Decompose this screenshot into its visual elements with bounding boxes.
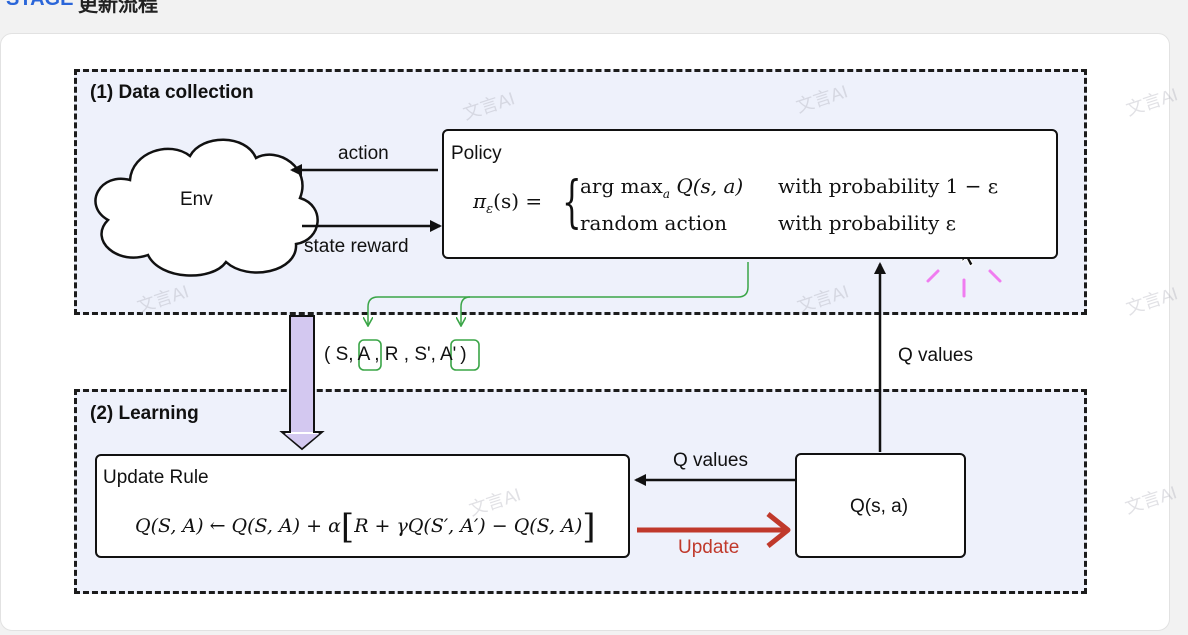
q-values-up-label: Q values [898, 345, 973, 366]
policy-case2-cond: with probability ε [778, 211, 956, 235]
env-cloud [94, 138, 319, 277]
tuple-open: ( S, [324, 344, 354, 365]
update-rule-formula: Q(S, A) ← Q(S, A) + α[R + γQ(S′, A′) − Q… [135, 507, 596, 547]
update-rule-title: Update Rule [103, 467, 209, 488]
green-link [368, 262, 749, 325]
tuple-a: A [357, 344, 371, 365]
update-rule-box [95, 454, 630, 558]
policy-lhs-arg: (s) = [493, 189, 543, 213]
policy-case1-cond: with probability 1 − ε [778, 174, 999, 198]
update-label: Update [678, 537, 740, 558]
env-label: Env [180, 189, 213, 210]
header-strip: STAGE 更新流程 [0, 0, 1188, 14]
policy-lhs-sub: ε [486, 202, 494, 217]
policy-case1-sub: a [662, 187, 670, 201]
q-table-label: Q(s, a) [850, 496, 909, 517]
section-title-learning: (2) Learning [90, 403, 199, 424]
update-formula-lhs: Q(S, A) ← Q(S, A) + α [135, 515, 341, 537]
q-table-box [795, 453, 966, 558]
policy-title: Policy [451, 143, 502, 164]
tuple-close: ) [460, 344, 467, 365]
update-formula-bracket: R + γQ(S′, A′) − Q(S, A) [354, 515, 583, 537]
header-prefix: STAGE [6, 0, 73, 11]
section-title-data-collection: (1) Data collection [90, 82, 254, 103]
policy-lhs: π [473, 189, 487, 213]
policy-case2-expr: random action [580, 211, 728, 235]
policy-box [442, 129, 1058, 259]
action-label: action [338, 143, 389, 164]
highlight-a-prime [450, 339, 480, 371]
policy-case1-expr: arg max [580, 174, 663, 198]
policy-case1-q: Q(s, a) [676, 174, 744, 198]
q-values-left-label: Q values [673, 450, 748, 471]
header-title: 更新流程 [78, 0, 158, 14]
tuple-a-prime: A' [439, 344, 457, 365]
highlight-a [358, 339, 382, 371]
state-reward-label: state reward [304, 236, 409, 257]
experience-tuple: ( S,A, R , S',A') [324, 344, 467, 366]
tuple-mid: , R , S', [374, 344, 436, 365]
